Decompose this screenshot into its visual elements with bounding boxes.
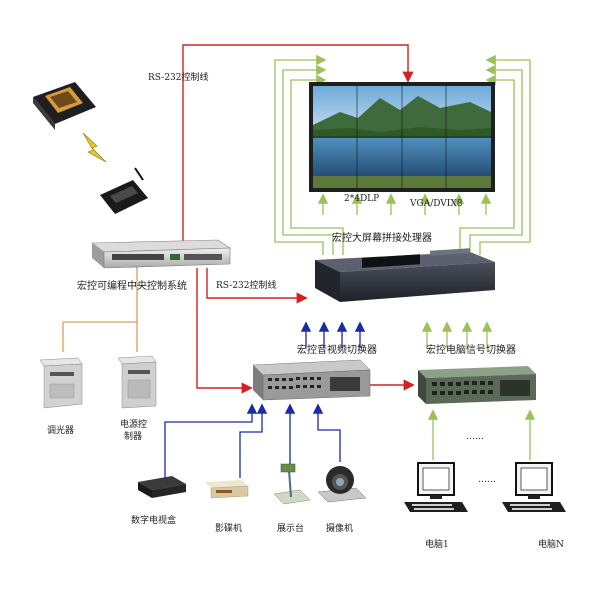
video-camera bbox=[317, 466, 367, 503]
wireless-transmitter-icon bbox=[100, 167, 148, 214]
large-screen-display bbox=[309, 82, 495, 192]
dimmer-device bbox=[39, 357, 83, 409]
av-switch-label: 宏控音视频切换器 bbox=[297, 345, 377, 356]
vga-dvi-label: VGA/DVIX8 bbox=[410, 199, 463, 209]
power-control-label-1: 电源控 bbox=[120, 420, 148, 430]
blue-signal-lines bbox=[164, 321, 366, 478]
pc-switcher bbox=[418, 366, 536, 404]
rs232-mid-label: RS-232控制线 bbox=[216, 281, 277, 291]
dvd-player bbox=[205, 480, 249, 499]
visualizer-label: 展示台 bbox=[277, 524, 305, 534]
ellipsis-bottom: …… bbox=[478, 475, 496, 485]
power-control-label-2: 制器 bbox=[124, 432, 143, 442]
orange-power-lines bbox=[62, 266, 138, 352]
av-switcher bbox=[252, 359, 371, 401]
central-control-label: 宏控可编程中央控制系统 bbox=[77, 281, 187, 292]
lightning-icon bbox=[82, 132, 107, 163]
rs232-top-label: RS-232控制线 bbox=[148, 73, 209, 83]
tv-box-label: 数字电视盒 bbox=[131, 516, 177, 526]
pcn-label: 电脑N bbox=[538, 540, 564, 550]
digital-tv-box bbox=[138, 476, 186, 498]
pc-switch-label: 宏控电脑信号切换器 bbox=[426, 345, 516, 356]
dimmer-label: 调光器 bbox=[47, 426, 75, 436]
touch-panel-icon bbox=[33, 82, 96, 130]
central-control-unit bbox=[91, 239, 231, 269]
dvd-label: 影碟机 bbox=[215, 524, 243, 534]
dlp-label: 2*4DLP bbox=[344, 194, 380, 204]
power-controller-device bbox=[117, 355, 157, 409]
computer-1 bbox=[404, 462, 468, 512]
splicer-label: 宏控大屏幕拼接处理器 bbox=[332, 233, 432, 244]
pc1-label: 电脑1 bbox=[425, 540, 449, 550]
red-control-lines bbox=[182, 44, 415, 394]
camera-label: 摄像机 bbox=[326, 524, 354, 534]
green-signal-lines bbox=[274, 54, 536, 460]
computer-n bbox=[502, 462, 566, 512]
document-camera bbox=[273, 463, 311, 505]
ellipsis-right: …… bbox=[466, 432, 484, 442]
splicing-processor bbox=[315, 248, 495, 302]
